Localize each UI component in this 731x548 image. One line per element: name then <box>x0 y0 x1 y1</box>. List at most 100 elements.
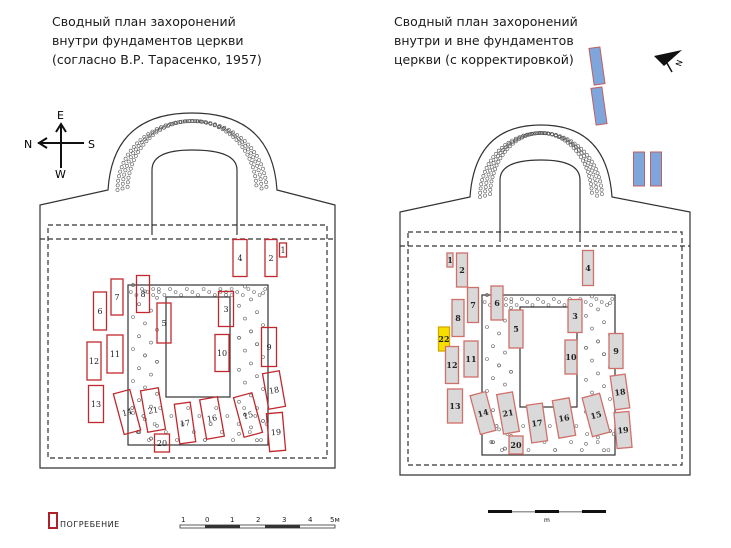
rubble-stone <box>237 431 241 436</box>
grave-number: 1 <box>447 255 453 265</box>
rubble-stone <box>224 129 229 134</box>
rubble-stone <box>600 192 604 197</box>
grave-12: 12 <box>86 341 102 381</box>
rubble-stone <box>596 435 600 440</box>
grave-box <box>490 285 504 321</box>
rubble-stone <box>239 136 243 140</box>
grave-box <box>581 249 595 287</box>
rubble-stone <box>558 134 562 139</box>
rubble-stone <box>504 297 508 301</box>
rubble-stone <box>249 297 253 302</box>
rubble-stone <box>587 173 592 178</box>
left-scale-bar <box>179 524 336 529</box>
rubble-stone <box>137 398 141 403</box>
grave-box <box>567 298 583 334</box>
grave-9: 9 <box>260 326 278 368</box>
rubble-stone <box>197 414 202 418</box>
rubble-stone <box>606 448 611 452</box>
rubble-stone <box>491 171 496 176</box>
rubble-stone <box>594 167 598 172</box>
rubble-stone <box>503 446 507 451</box>
grave-2: 2 <box>264 238 278 278</box>
rubble-stone <box>485 357 489 361</box>
grave-box <box>508 435 524 455</box>
rubble-stone <box>164 430 168 434</box>
rubble-stone <box>131 379 135 383</box>
rubble-stone <box>236 137 241 142</box>
rubble-stone <box>128 148 133 153</box>
rubble-stone <box>535 131 540 136</box>
grave-15: 15 <box>581 392 611 438</box>
compass-north: N <box>24 138 32 151</box>
rubble-stone <box>231 135 236 139</box>
rubble-stone <box>498 150 503 155</box>
rubble-stone <box>131 315 135 319</box>
rubble-stone <box>229 293 234 297</box>
grave-5: 5 <box>508 309 524 349</box>
rubble-stone <box>243 148 247 153</box>
rubble-stone <box>123 168 128 173</box>
rubble-stone <box>121 160 126 165</box>
rubble-stone <box>259 162 264 167</box>
rubble-stone <box>185 287 189 291</box>
rubble-stone <box>571 142 575 147</box>
grave-box <box>463 340 479 378</box>
grave-14: 14 <box>469 390 497 436</box>
rubble-stone <box>120 186 125 191</box>
left-church-foundation <box>39 112 336 469</box>
rubble-stone <box>253 178 258 183</box>
grave-number: 14 <box>121 407 133 418</box>
rubble-stone <box>129 290 133 294</box>
rubble-stone <box>584 313 588 318</box>
rubble-stone <box>569 143 573 148</box>
rubble-stone <box>486 162 491 167</box>
rubble-stone <box>261 419 265 423</box>
rubble-stone <box>136 150 141 154</box>
rubble-stone <box>481 173 486 178</box>
grave-number: 10 <box>565 352 577 362</box>
rubble-stone <box>485 325 489 329</box>
rubble-stone <box>596 371 600 376</box>
rubble-stone <box>594 189 599 194</box>
rubble-stone <box>135 141 139 146</box>
grave-20: 20 <box>508 435 524 455</box>
grave-number: 7 <box>470 300 476 310</box>
rubble-stone <box>259 181 264 186</box>
grave-6: 6 <box>490 285 504 321</box>
rubble-stone <box>142 135 147 139</box>
rubble-stone <box>138 146 143 151</box>
rubble-stone <box>608 397 612 401</box>
rubble-stone <box>584 377 588 382</box>
north-label: N <box>674 59 685 68</box>
rubble-stone <box>598 179 603 184</box>
rubble-stone <box>251 155 256 160</box>
grave-number: 18 <box>268 385 280 396</box>
rubble-stone <box>125 163 129 168</box>
rubble-stone <box>491 408 495 413</box>
grave-number: 12 <box>89 357 99 366</box>
rubble-stone <box>252 290 256 294</box>
rubble-stone <box>587 156 592 161</box>
grave-15: 15 <box>232 391 264 439</box>
rubble-stone <box>249 160 254 165</box>
rubble-stone <box>264 180 268 185</box>
rubble-stone <box>241 293 245 297</box>
grave-17: 17 <box>525 402 549 444</box>
rubble-stone <box>253 414 258 418</box>
rubble-stone <box>143 289 147 294</box>
grave-box <box>106 334 124 374</box>
grave-number: 11 <box>465 354 476 364</box>
rubble-stone <box>243 316 247 321</box>
scale-tick-label: 0 <box>205 516 209 524</box>
pillar-outer <box>127 284 269 446</box>
grave-box <box>264 238 278 278</box>
rubble-stone <box>173 290 178 294</box>
rubble-stone <box>521 133 526 138</box>
rubble-stone <box>541 300 546 304</box>
rubble-stone <box>213 293 217 297</box>
grave-number: 19 <box>271 428 282 438</box>
rubble-stone <box>227 132 232 137</box>
rubble-stone <box>126 152 130 157</box>
compass-west: W <box>55 168 66 181</box>
